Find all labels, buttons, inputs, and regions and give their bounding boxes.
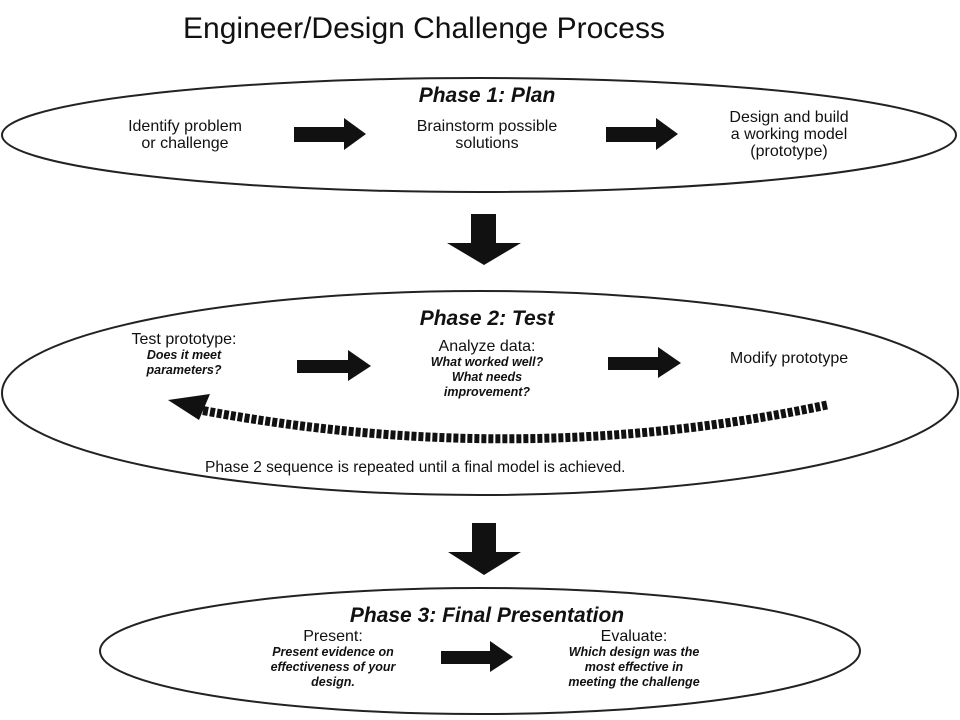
phase1-arrow-2 [606, 118, 678, 150]
phase1-step2-line1: Brainstorm possible [416, 118, 558, 135]
phase3-step2-sub3: meeting the challenge [568, 675, 700, 689]
phase1-step2-line2: solutions [455, 135, 519, 152]
phase2-step-analyze: Analyze data: What worked well? What nee… [431, 338, 544, 400]
phase3-step2-sub1: Which design was the [568, 645, 700, 659]
phase1-step-build: Design and build a working model (protot… [729, 109, 848, 160]
phase3-step-evaluate: Evaluate: Which design was the most effe… [568, 628, 699, 690]
phase2-step2-head: Analyze data: [438, 338, 536, 355]
phase2-repeat-note: Phase 2 sequence is repeated until a fin… [205, 459, 626, 476]
phase2-step3: Modify prototype [729, 350, 849, 367]
phase3-ellipse [99, 587, 861, 715]
phase1-title: Phase 1: Plan [418, 84, 556, 107]
phase3-step2-sub2: most effective in [584, 660, 684, 674]
repeat-loop-arrowhead [168, 394, 210, 420]
phase3-arrow [441, 641, 513, 672]
phase2-step2-sub1: What worked well? [430, 355, 544, 369]
phase1-step1-line2: or challenge [141, 135, 229, 152]
phase2-step1-head: Test prototype: [131, 331, 237, 348]
down-arrow-2 [448, 523, 521, 575]
phase3-step-present: Present: Present evidence on effectivene… [271, 628, 396, 690]
phase1-step3-line3: (prototype) [750, 143, 828, 160]
down-arrow-1 [447, 214, 521, 265]
phase3-step1-sub1: Present evidence on [272, 645, 394, 659]
phase3-title: Phase 3: Final Presentation [349, 604, 625, 627]
phase2-step2-sub3: improvement? [443, 385, 531, 399]
page-title: Engineer/Design Challenge Process [183, 12, 665, 45]
phase1-arrow-1 [294, 118, 366, 150]
phase1-step-identify: Identify problem or challenge [128, 118, 242, 152]
phase3-step1-sub3: design. [311, 675, 355, 689]
phase3-step1-head: Present: [303, 628, 363, 645]
phase2-arrow-2 [608, 347, 681, 378]
phase2-step1-sub2: parameters? [146, 363, 222, 377]
repeat-loop-arrow [199, 400, 828, 444]
phase1-step3-line2: a working model [730, 126, 848, 143]
phase1-step1-line1: Identify problem [128, 118, 242, 135]
phase3-step2-head: Evaluate: [600, 628, 668, 645]
phase1-ellipse [1, 77, 957, 193]
phase2-ellipse [1, 290, 959, 496]
phase2-step-test: Test prototype: Does it meet parameters? [132, 331, 237, 378]
phase2-step-modify: Modify prototype [730, 350, 848, 367]
phase1-step3-line1: Design and build [729, 109, 849, 126]
phase2-step2-sub2: What needs [451, 370, 523, 384]
phase3-step1-sub2: effectiveness of your [270, 660, 396, 674]
phase2-title: Phase 2: Test [419, 307, 555, 330]
phase2-arrow-1 [297, 350, 371, 381]
phase2-step1-sub1: Does it meet [146, 348, 222, 362]
phase1-step-brainstorm: Brainstorm possible solutions [417, 118, 558, 152]
